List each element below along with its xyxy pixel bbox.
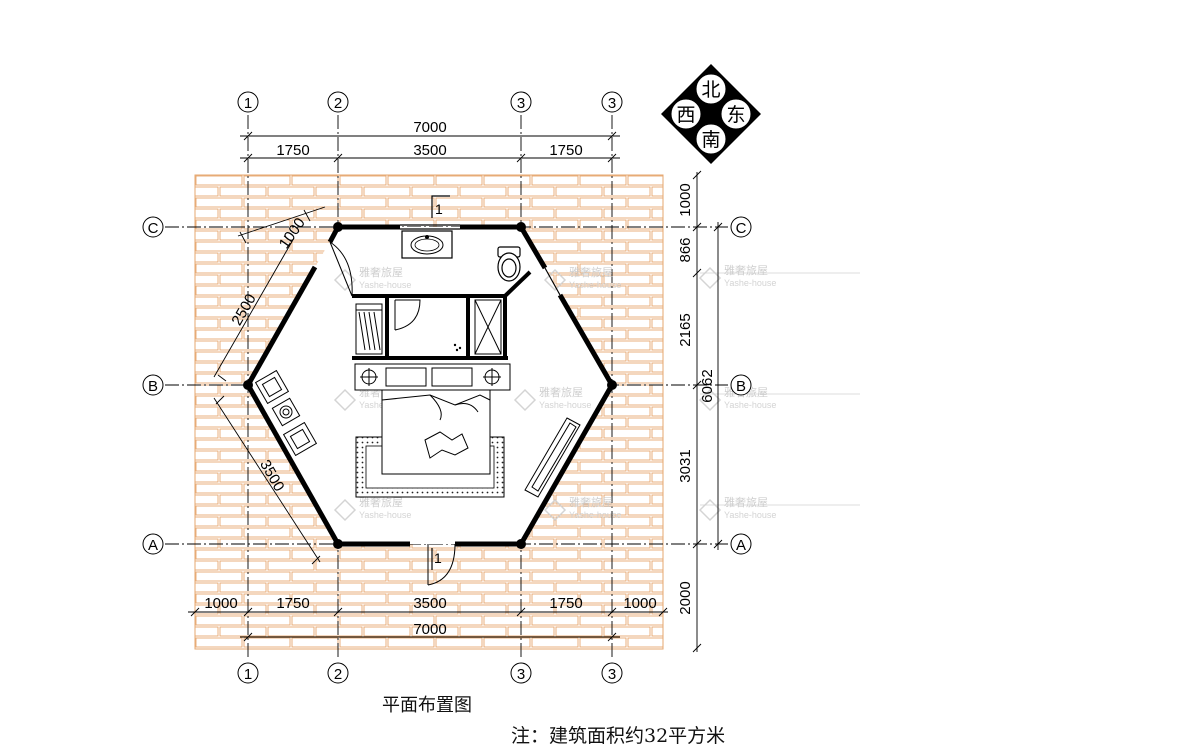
dim-bottom-left-ext: 1000 <box>204 595 237 612</box>
axis-label-b: B <box>148 378 158 395</box>
dim-bottom-left: 1750 <box>276 595 309 612</box>
watermark-sub: Yashe-house <box>359 510 411 520</box>
axis-label-2: 2 <box>334 666 342 683</box>
section-mark-bottom: 1 <box>431 548 442 570</box>
faint-guides <box>700 272 860 506</box>
watermark-sub: Yashe-house <box>724 510 776 520</box>
dim-right-upper: 2165 <box>677 313 694 346</box>
exterior-walls <box>245 224 615 547</box>
bed-icon <box>381 389 491 475</box>
watermark-brand: 雅奢旅屋 <box>569 265 613 279</box>
axis-bubbles <box>142 91 752 684</box>
dim-right-bottom: 2000 <box>677 581 694 614</box>
dim-top-right: 1750 <box>549 142 582 159</box>
section-mark-label: 1 <box>435 201 443 217</box>
section-mark-top: 1 <box>431 195 450 218</box>
watermark-brand: 雅奢旅屋 <box>724 263 768 277</box>
axis-label-3: 3 <box>608 666 616 683</box>
dim-bottom-right: 1750 <box>549 595 582 612</box>
dim-right-total: 6062 <box>699 369 716 402</box>
dim-bottom-total: 7000 <box>413 621 446 638</box>
dims-slant <box>213 206 326 565</box>
axis-label-2: 2 <box>334 95 342 112</box>
sink-icon <box>401 230 453 259</box>
compass-east: 东 <box>726 104 745 126</box>
storage-box-icon <box>474 299 502 355</box>
compass-north: 北 <box>701 79 720 101</box>
section-mark-label: 1 <box>434 550 442 566</box>
axis-label-1: 1 <box>244 666 252 683</box>
watermark-sub: Yashe-house <box>724 400 776 410</box>
watermark-sub: Yashe-house <box>359 280 411 290</box>
dim-right-lower: 3031 <box>677 449 694 482</box>
area-note: 注：建筑面积约32平方米 <box>511 725 725 747</box>
compass-south: 南 <box>701 129 720 151</box>
axis-label-a: A <box>736 537 746 554</box>
dim-top-total: 7000 <box>413 119 446 136</box>
dims-bottom <box>188 607 668 642</box>
bathroom-walls <box>352 270 532 360</box>
watermark-brand: 雅奢旅屋 <box>359 265 403 279</box>
dims-top <box>240 131 620 163</box>
bath-door-icon <box>329 241 353 297</box>
column-dots <box>243 222 617 549</box>
armchair-icon <box>282 421 318 457</box>
watermark-sub: Yashe-house <box>569 280 621 290</box>
axis-label-c: C <box>148 220 159 237</box>
entrance-door-icon <box>427 543 456 586</box>
headboard-icon <box>354 363 511 391</box>
desk-icon <box>524 417 581 498</box>
shower-drain-icon <box>453 343 462 352</box>
side-table-icon <box>271 397 301 427</box>
watermark-brand: 雅奢旅屋 <box>724 495 768 509</box>
watermark-sub: Yashe-house <box>569 510 621 520</box>
axis-label-3: 3 <box>517 95 525 112</box>
toilet-icon <box>497 246 521 282</box>
dim-top-left: 1750 <box>276 142 309 159</box>
compass-west: 西 <box>676 104 695 126</box>
compass-icon: 北 东 南 西 <box>661 64 761 164</box>
dim-bottom-right-ext: 1000 <box>623 595 656 612</box>
axis-label-c: C <box>736 220 747 237</box>
dim-right-top: 1000 <box>677 183 694 216</box>
watermark-brand: 雅奢旅屋 <box>569 495 613 509</box>
shower-door-icon <box>394 299 421 331</box>
wardrobe-icon <box>355 303 383 355</box>
watermark-sub: Yashe-house <box>539 400 591 410</box>
watermark-brand: 雅奢旅屋 <box>539 385 583 399</box>
windows <box>400 224 561 296</box>
watermark-sub: Yashe-house <box>724 278 776 288</box>
axis-label-a: A <box>148 537 158 554</box>
armchair-icon <box>254 369 290 405</box>
dims-right <box>692 170 723 653</box>
axis-label-1: 1 <box>244 95 252 112</box>
dim-right-c-seg: 866 <box>677 237 694 262</box>
dim-top-mid: 3500 <box>413 142 446 159</box>
drawing-title: 平面布置图 <box>382 695 472 716</box>
axis-label-b: B <box>736 378 746 395</box>
axis-label-3: 3 <box>608 95 616 112</box>
dim-bottom-mid: 3500 <box>413 595 446 612</box>
watermark-brand: 雅奢旅屋 <box>359 495 403 509</box>
axis-label-3: 3 <box>517 666 525 683</box>
